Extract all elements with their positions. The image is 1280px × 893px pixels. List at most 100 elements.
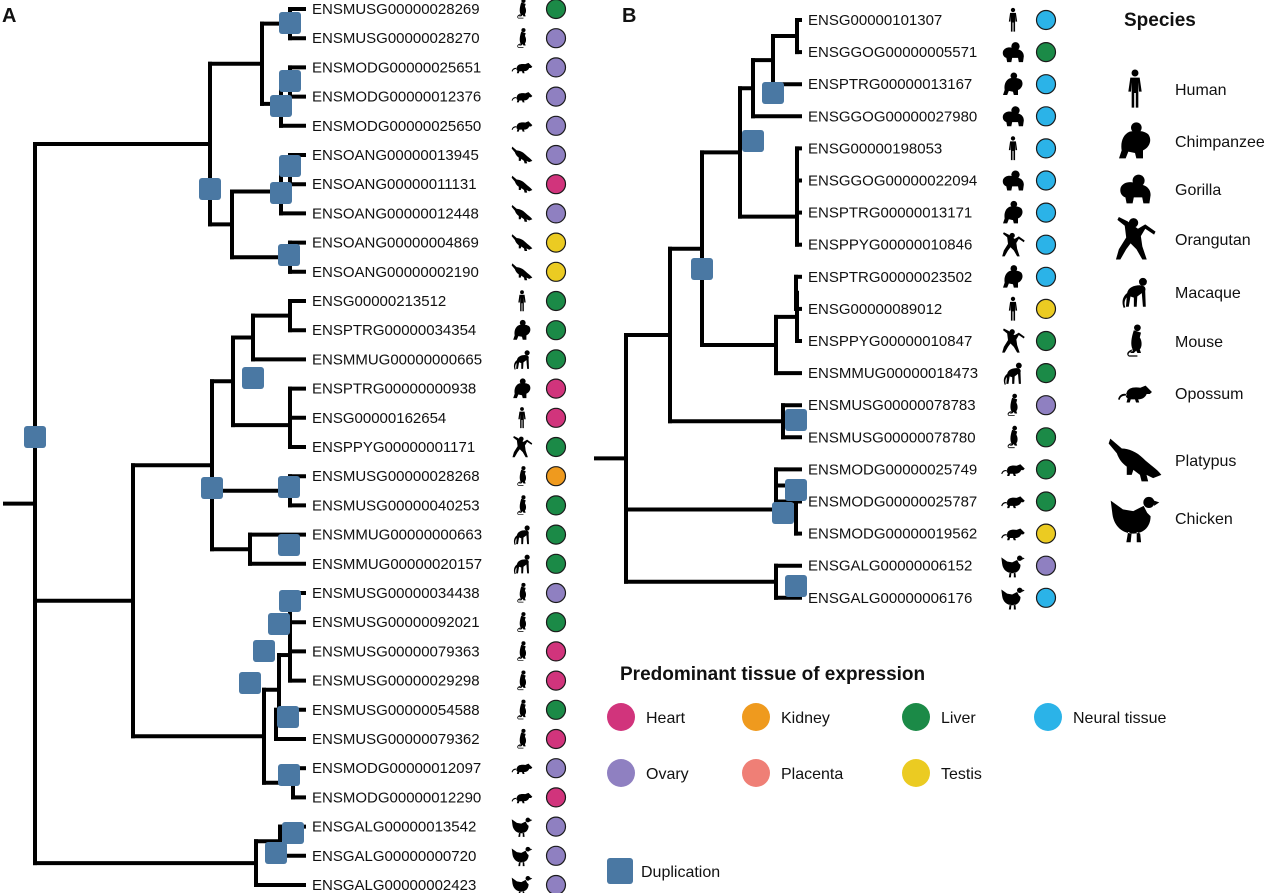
liver-tissue-dot	[1035, 363, 1057, 384]
neural-tissue-tissue-dot	[1035, 587, 1057, 608]
gene-id-label: ENSGGOG00000022094	[808, 173, 977, 190]
tree-a-duplication-node	[265, 842, 287, 864]
mouse-icon	[517, 582, 527, 603]
species-legend-label: Platypus	[1175, 453, 1236, 470]
neural-tissue-tissue-dot	[1035, 106, 1057, 127]
species-legend-label: Opossum	[1175, 386, 1243, 403]
tissue-legend-title: Predominant tissue of expression	[620, 664, 925, 685]
gene-id-label: ENSMUSG00000079362	[312, 731, 480, 748]
tree-panel-a: ENSMUSG00000028269ENSMUSG00000028270ENSM…	[3, 0, 567, 893]
gene-id-label: ENSMUSG00000028270	[312, 30, 480, 47]
tree-b-tip-row: ENSGGOG00000022094	[808, 170, 1057, 191]
mouse-icon	[517, 612, 527, 632]
tree-a-tip-row: ENSMUSG00000054588	[312, 699, 567, 720]
species-legend-label: Chicken	[1175, 511, 1233, 528]
gene-id-label: ENSMUSG00000079363	[312, 643, 480, 660]
mouse-icon	[1127, 324, 1142, 357]
tissue-legend-label: Ovary	[646, 766, 689, 783]
gorilla-icon	[1120, 174, 1151, 204]
mouse-icon	[517, 699, 527, 720]
tree-a-tip-row: ENSMUSG00000079362	[312, 728, 567, 750]
tree-a-tip-row: ENSOANG00000002190	[312, 261, 567, 282]
gene-id-label: ENSG00000089012	[808, 301, 942, 318]
heart-tissue-dot	[545, 670, 567, 691]
ovary-tissue-dot	[545, 845, 567, 866]
tree-b-tip-row: ENSPTRG00000013171	[808, 200, 1057, 224]
heart-tissue-dot	[545, 728, 567, 750]
tree-b-tip-row: ENSMMUG00000018473	[808, 362, 1057, 385]
ovary-swatch	[607, 759, 635, 787]
tree-a-duplication-node	[24, 426, 46, 448]
tissue-legend-label: Placenta	[781, 766, 843, 783]
tree-a-tip-row: ENSMUSG00000028269	[312, 0, 567, 20]
chimpanzee-icon	[1003, 200, 1023, 224]
gene-id-label: ENSG00000101307	[808, 12, 942, 29]
tree-a-duplication-node	[199, 178, 221, 200]
duplication-legend: Duplication	[607, 858, 720, 884]
panel-b-label: B	[622, 5, 636, 27]
tree-a-tip-row: ENSMMUG00000000665	[312, 349, 567, 370]
gene-id-label: ENSMODG00000012097	[312, 760, 481, 777]
tree-a-tip-row: ENSPTRG00000034354	[312, 319, 567, 341]
gene-id-label: ENSGALG00000000720	[312, 848, 476, 865]
tree-b-tip-row: ENSMODG00000025749	[808, 459, 1057, 480]
mouse-icon	[1007, 393, 1018, 417]
platypus-icon	[511, 175, 533, 193]
tree-a-tip-row: ENSOANG00000012448	[312, 203, 567, 224]
gene-id-label: ENSMUSG00000028268	[312, 468, 480, 485]
tree-b-duplication-node	[691, 258, 713, 280]
gene-id-label: ENSMODG00000025650	[312, 118, 481, 135]
species-legend-item: Human	[1128, 69, 1227, 108]
tree-a-duplication-node	[279, 155, 301, 177]
gene-id-label: ENSPTRG00000034354	[312, 322, 476, 339]
tree-a-tip-row: ENSOANG00000004869	[312, 232, 567, 253]
panel-a-label: A	[2, 5, 16, 27]
tree-b-duplication-nodes	[691, 82, 807, 597]
liver-tissue-dot	[545, 495, 567, 516]
tree-a-duplication-node	[277, 706, 299, 728]
testis-swatch	[902, 759, 930, 787]
liver-tissue-dot	[545, 349, 567, 370]
gene-id-label: ENSOANG00000004869	[312, 235, 479, 252]
ovary-tissue-dot	[545, 28, 567, 49]
ovary-tissue-dot	[545, 816, 567, 837]
chicken-icon	[1001, 555, 1025, 578]
opossum-icon	[511, 792, 533, 804]
gene-id-label: ENSPTRG00000000938	[312, 381, 476, 398]
tree-a-tip-row: ENSMUSG00000092021	[312, 612, 567, 633]
mouse-icon	[517, 728, 527, 749]
species-legend-item: Macaque	[1122, 277, 1241, 308]
gene-id-label: ENSMODG00000025651	[312, 59, 481, 76]
gene-id-label: ENSPTRG00000013171	[808, 205, 972, 222]
heart-tissue-dot	[545, 787, 567, 808]
gene-id-label: ENSMUSG00000078783	[808, 397, 976, 414]
gene-id-label: ENSPPYG00000010846	[808, 237, 972, 254]
kidney-swatch	[742, 703, 770, 731]
tree-b-tip-row: ENSGGOG00000005571	[808, 41, 1057, 63]
gene-id-label: ENSGALG00000013542	[312, 819, 476, 836]
placenta-swatch	[742, 759, 770, 787]
macaque-icon	[513, 350, 530, 370]
heart-tissue-dot	[545, 174, 567, 195]
platypus-icon	[511, 263, 533, 281]
gene-id-label: ENSMUSG00000040253	[312, 497, 480, 514]
tree-a-tip-row: ENSGALG00000000720	[312, 845, 567, 867]
opossum-icon	[1118, 385, 1152, 403]
tree-a-tip-row: ENSMUSG00000040253	[312, 495, 567, 516]
gene-id-label: ENSGALG00000006176	[808, 590, 972, 607]
gene-id-label: ENSOANG00000002190	[312, 264, 479, 281]
neural-tissue-tissue-dot	[1035, 9, 1057, 31]
gene-id-label: ENSGALG00000006152	[808, 558, 972, 575]
tree-a-tip-row: ENSMUSG00000029298	[312, 670, 567, 691]
human-icon	[518, 290, 526, 312]
platypus-icon	[511, 234, 533, 252]
mouse-icon	[517, 0, 527, 19]
species-legend-label: Human	[1175, 82, 1227, 99]
ovary-tissue-dot	[1035, 555, 1057, 576]
gene-id-label: ENSMUSG00000034438	[312, 585, 480, 602]
testis-tissue-dot	[545, 261, 567, 282]
gene-id-label: ENSMODG00000025749	[808, 461, 977, 478]
tree-a-tip-row: ENSMMUG00000020157	[312, 553, 567, 575]
gene-id-label: ENSMUSG00000078780	[808, 429, 976, 446]
testis-tissue-dot	[1035, 523, 1057, 544]
